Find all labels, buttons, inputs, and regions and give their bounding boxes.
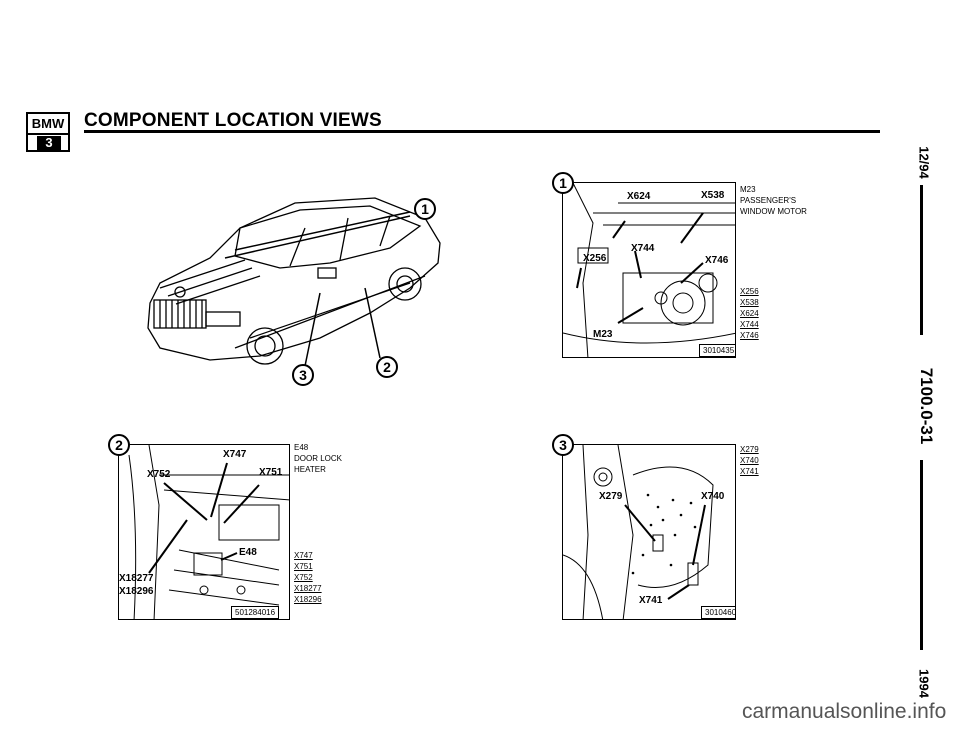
view-3-label-x740: X740 xyxy=(701,491,725,502)
view-2-legend-title: E48 DOOR LOCK HEATER xyxy=(294,442,342,475)
logo-series: 3 xyxy=(37,136,61,150)
car-callout-2: 2 xyxy=(376,356,398,378)
bmw-3-series-logo: BMW 3 xyxy=(26,112,70,152)
view-2-label-x752: X752 xyxy=(147,469,171,480)
view-1-legend-items: X256 X538 X624 X744 X746 xyxy=(740,286,759,341)
view-2-figure-number: 501284016 xyxy=(231,606,280,619)
side-rule-top xyxy=(920,185,923,335)
view-2-callout: 2 xyxy=(108,434,130,456)
view-1-label-x744: X744 xyxy=(631,243,655,254)
view-2-label-x18277: X18277 xyxy=(119,573,154,584)
view-2-legend-title-line: HEATER xyxy=(294,465,326,474)
view-1-legend-title: M23 PASSENGER'S WINDOW MOTOR xyxy=(740,184,807,217)
view-1-label-x256: X256 xyxy=(583,253,607,264)
view-1-label-m23: M23 xyxy=(593,329,613,340)
view-3-callout: 3 xyxy=(552,434,574,456)
view-1-label-x746: X746 xyxy=(705,255,729,266)
view-1-legend-item: X256 xyxy=(740,287,759,296)
view-1-legend-item: X744 xyxy=(740,320,759,329)
view-3-drawing xyxy=(563,445,714,619)
watermark-link[interactable]: carmanualsonline.info xyxy=(742,700,947,723)
view-2-legend-item: X18277 xyxy=(294,584,322,593)
view-1-callout: 1 xyxy=(552,172,574,194)
view-3-figure-number: 3010460 xyxy=(701,606,735,619)
view-3-panel: X279 X740 X741 3010460 xyxy=(562,444,736,620)
view-3-legend-item: X740 xyxy=(740,456,759,465)
view-2-legend-title-line: E48 xyxy=(294,443,309,452)
car-illustration xyxy=(147,197,441,367)
view-3-legend-item: X741 xyxy=(740,467,759,476)
page-title: COMPONENT LOCATION VIEWS xyxy=(84,110,382,131)
logo-text: BMW xyxy=(28,114,68,135)
view-2-legend-item: X752 xyxy=(294,573,313,582)
view-1-drawing xyxy=(563,183,735,357)
side-rule-bottom xyxy=(920,460,923,650)
view-2-label-x751: X751 xyxy=(259,467,283,478)
view-2-label-x18296: X18296 xyxy=(119,586,154,597)
view-2-panel: X747 X752 X751 E48 X18277 X18296 5012840… xyxy=(118,444,290,620)
view-2-legend-items: X747 X751 X752 X18277 X18296 xyxy=(294,550,322,605)
side-page-ref: 7100.0-31 xyxy=(917,367,936,445)
view-2-label-x747: X747 xyxy=(223,449,247,460)
title-rule xyxy=(84,130,880,133)
side-year: 1994 xyxy=(916,669,932,698)
car-callout-1: 1 xyxy=(414,198,436,220)
view-2-label-e48: E48 xyxy=(239,547,257,558)
view-3-label-x279: X279 xyxy=(599,491,623,502)
view-2-legend-item: X751 xyxy=(294,562,313,571)
view-1-legend-title-line: WINDOW MOTOR xyxy=(740,207,807,216)
view-1-label-x624: X624 xyxy=(627,191,651,202)
side-date: 12/94 xyxy=(916,146,932,179)
view-3-legend-items: X279 X740 X741 xyxy=(740,444,759,477)
view-1-legend-item: X538 xyxy=(740,298,759,307)
car-callout-3: 3 xyxy=(292,364,314,386)
view-1-legend-title-line: M23 xyxy=(740,185,756,194)
view-3-label-x741: X741 xyxy=(639,595,663,606)
view-1-legend-item: X624 xyxy=(740,309,759,318)
view-1-legend-title-line: PASSENGER'S xyxy=(740,196,797,205)
view-2-drawing xyxy=(128,445,289,619)
view-1-label-x538: X538 xyxy=(701,190,725,201)
view-1-legend-item: X746 xyxy=(740,331,759,340)
view-2-legend-title-line: DOOR LOCK xyxy=(294,454,343,463)
view-1-panel: X624 X538 X744 X746 X256 M23 3010435 xyxy=(562,182,736,358)
view-3-legend-item: X279 xyxy=(740,445,759,454)
view-1-figure-number: 3010435 xyxy=(699,344,735,357)
view-2-legend-item: X18296 xyxy=(294,595,322,604)
view-2-legend-item: X747 xyxy=(294,551,313,560)
